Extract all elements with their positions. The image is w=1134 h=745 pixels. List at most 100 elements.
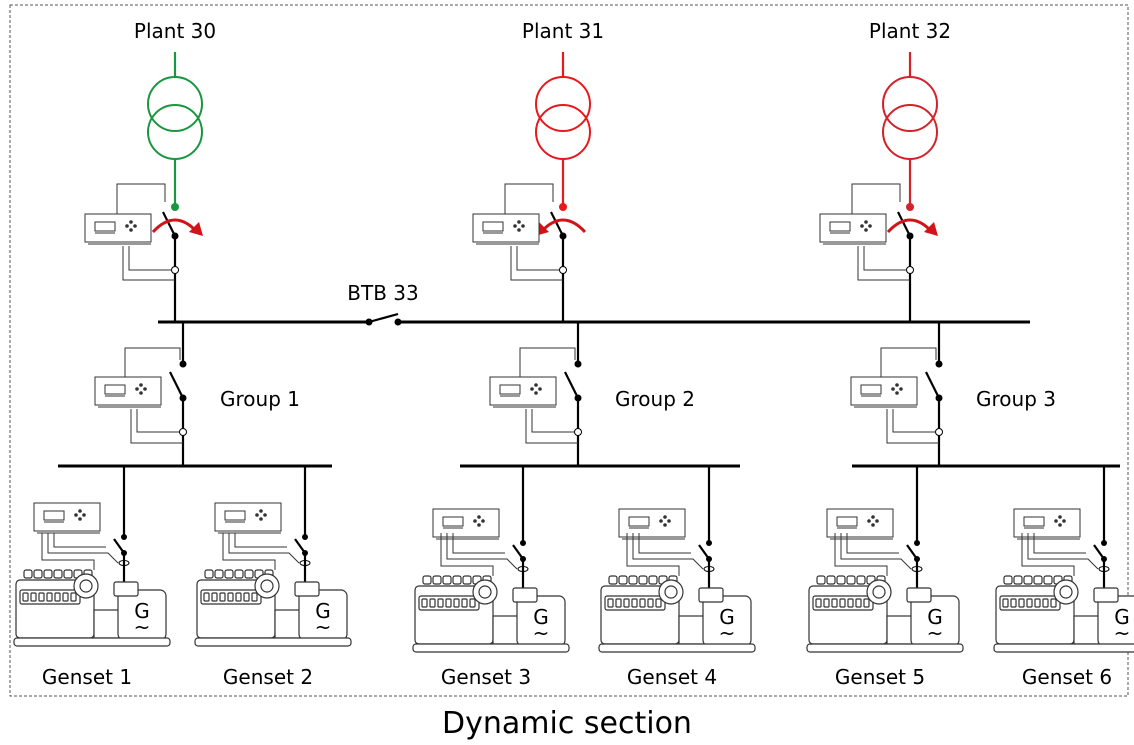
genset-node (520, 540, 526, 546)
plant-breaker-pivot (559, 232, 567, 240)
group-breaker-blade (169, 371, 184, 399)
genset-engine-icon: G~ (806, 575, 964, 653)
control-wire (47, 533, 119, 564)
keypad-dot (1058, 523, 1062, 527)
genset-skid (993, 643, 1134, 653)
control-wire (632, 533, 704, 570)
engine-port (211, 592, 218, 602)
engine-port (631, 598, 638, 608)
controller-unit (618, 508, 686, 540)
engine-port (863, 598, 870, 608)
keypad-dot (74, 513, 78, 517)
engine-port (227, 592, 234, 602)
genset-label: Genset 6 (1022, 665, 1112, 689)
control-wire (504, 183, 554, 214)
control-wire (851, 183, 901, 214)
coupling (492, 615, 520, 645)
coupling (1073, 615, 1101, 645)
keypad-dot (659, 519, 663, 523)
keypad-dot (78, 509, 82, 513)
genset-engine-icon: G~ (993, 575, 1134, 653)
btb-blade (368, 312, 399, 324)
engine-port (1002, 598, 1009, 608)
controller-keypad-icon (867, 515, 879, 527)
keypad-dot (538, 387, 542, 391)
control-wire (234, 533, 287, 548)
engine-port (46, 592, 53, 602)
control-wire (525, 409, 578, 444)
group-label: Group 1 (220, 387, 300, 411)
group-3: Group 3 (850, 322, 1120, 468)
engine-port (655, 598, 662, 608)
arrow-head-icon (924, 222, 938, 236)
plant-breaker-pivot (906, 232, 914, 240)
engine-cylinder (846, 575, 856, 585)
keypad-dot (125, 224, 129, 228)
controller-unit (33, 502, 101, 534)
engine-cylinder (432, 575, 442, 585)
plant-label: Plant 31 (522, 19, 604, 43)
breaker-operation-arrow (886, 218, 934, 234)
keypad-dot (534, 383, 538, 387)
engine-port (847, 598, 854, 608)
control-wire (519, 347, 576, 377)
engine-port (607, 598, 614, 608)
genset-skid (412, 643, 570, 653)
engine-port (469, 598, 476, 608)
engine-port (54, 592, 61, 602)
genset-node (706, 540, 712, 546)
generator-symbol: G (134, 599, 150, 623)
engine-port (437, 598, 444, 608)
terminal-box (512, 587, 538, 603)
control-wire (136, 409, 179, 433)
control-wire (516, 246, 559, 271)
genset-node (914, 540, 920, 546)
controller-unit (214, 502, 282, 534)
engine-port (243, 592, 250, 602)
control-wire (53, 533, 106, 548)
generator-wave-symbol: ~ (1114, 621, 1131, 645)
engine-port (219, 592, 226, 602)
genset-engine-icon: G~ (412, 575, 570, 653)
genset-node (121, 534, 127, 540)
group-2: Group 2 (460, 322, 740, 468)
generator-wave-symbol: ~ (315, 615, 332, 639)
genset-skid (194, 637, 352, 647)
engine-cylinder (63, 569, 73, 579)
keypad-dot (864, 228, 868, 232)
engine-port (235, 592, 242, 602)
keypad-dot (667, 519, 671, 523)
controller-keypad-icon (74, 509, 86, 521)
plant-feeder-32: Plant 32 (819, 19, 951, 322)
terminal-box (113, 581, 139, 597)
turbo-inner (872, 585, 886, 599)
turbo-inner (664, 585, 678, 599)
generator-symbol: G (315, 599, 331, 623)
control-wire (228, 533, 300, 564)
control-wire (222, 533, 276, 570)
genset-6: G~ Genset 6 (993, 466, 1134, 689)
control-wire (41, 533, 95, 570)
engine-cylinder (462, 575, 472, 585)
keypad-dot (481, 519, 485, 523)
keypad-dot (139, 391, 143, 395)
keypad-dot (1058, 515, 1062, 519)
ct-symbol (574, 428, 582, 436)
keypad-dot (143, 387, 147, 391)
engine-port (647, 598, 654, 608)
engine-port (1010, 598, 1017, 608)
genset-5: G~Genset 5 (806, 466, 964, 689)
engine-port (22, 592, 29, 602)
control-wire (886, 409, 939, 444)
controller-screen (829, 221, 851, 232)
engine-cylinder (836, 575, 846, 585)
coupling (93, 609, 121, 639)
genset-label: Genset 4 (627, 665, 717, 689)
keypad-dot (530, 387, 534, 391)
engine-port (30, 592, 37, 602)
genset-engine-icon: G~ (598, 575, 756, 653)
ct-symbol (299, 560, 311, 566)
keypad-dot (521, 224, 525, 228)
transformer-winding-top (535, 76, 591, 132)
